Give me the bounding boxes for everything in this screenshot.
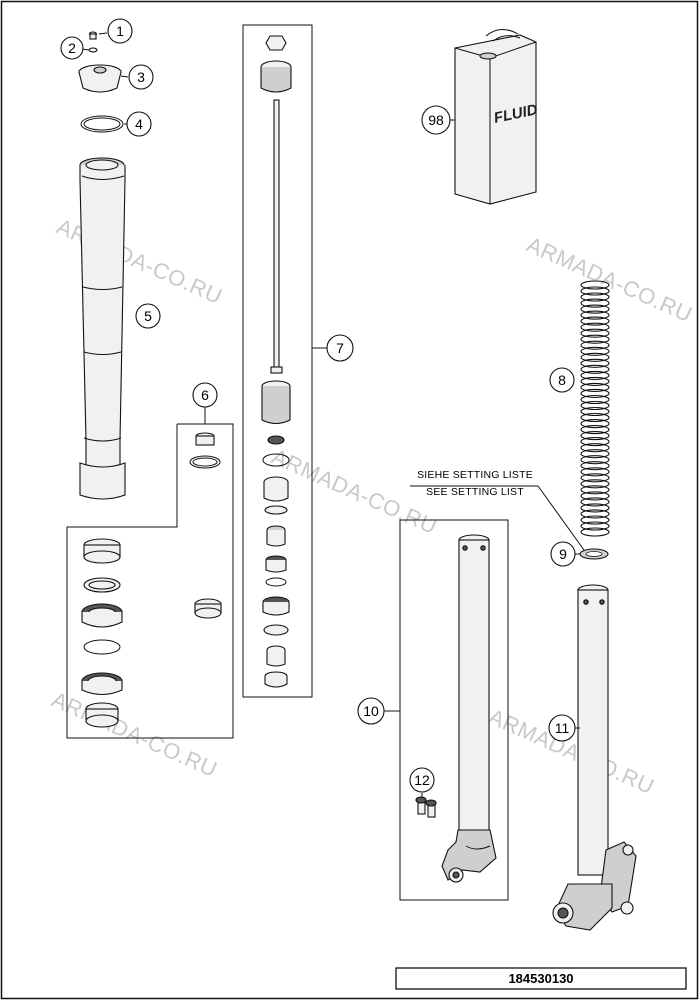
spring-coil: [580, 298, 610, 308]
spring-coil: [580, 431, 610, 441]
spring-coil: [580, 515, 610, 525]
spring-coil: [580, 521, 610, 531]
part-inner-tube-10: [441, 534, 497, 883]
callout-98: 98: [421, 105, 451, 135]
spring-coil: [580, 419, 610, 429]
spring-coil: [580, 334, 610, 344]
svg-text:12: 12: [414, 772, 430, 788]
diagram-number-box: 184530130: [395, 967, 687, 990]
watermark-top-left: ARMADA-CO.RU: [53, 214, 226, 309]
callout-8: 8: [549, 367, 575, 393]
part-spring-8: [580, 280, 610, 537]
callouts: 1 2 3 4 5 6 7 8: [60, 18, 576, 793]
spring-coil: [580, 346, 610, 356]
callout-6: 6: [192, 382, 218, 408]
spring-coil: [580, 425, 610, 435]
part-7-items: [260, 35, 292, 688]
watermark-top-right: ARMADA-CO.RU: [523, 232, 696, 327]
spring-coil: [580, 394, 610, 405]
group-box-7: [242, 24, 313, 698]
svg-text:5: 5: [144, 308, 152, 324]
spring-coil: [580, 316, 610, 326]
spring-coil: [580, 286, 610, 296]
part-outer-tube-5: [79, 157, 126, 500]
callout-7: 7: [326, 334, 354, 362]
group-box-6: [66, 423, 234, 739]
spring-coil: [580, 322, 610, 332]
callout-3: 3: [128, 64, 154, 90]
spring-coil: [580, 280, 610, 290]
svg-text:98: 98: [428, 112, 444, 128]
spring-coil: [580, 412, 610, 423]
callout-5: 5: [135, 303, 161, 329]
spring-coil: [580, 388, 610, 398]
spring-coil: [580, 376, 610, 386]
spring-coil: [580, 527, 610, 537]
spring-coil: [580, 352, 610, 362]
spring-coil: [580, 340, 610, 350]
spring-coil: [580, 479, 610, 489]
callout-12: 12: [409, 767, 435, 793]
svg-text:3: 3: [137, 69, 145, 85]
spring-coil: [580, 328, 610, 338]
spring-coil: [580, 370, 610, 380]
callout-2: 2: [60, 36, 84, 60]
callout-4: 4: [126, 111, 152, 137]
spring-coil: [580, 358, 610, 368]
part-6-items: [81, 432, 222, 728]
callout-1: 1: [107, 18, 133, 44]
callout-10: 10: [357, 697, 385, 725]
spring-coil: [580, 503, 610, 513]
diagram-number: 184530130: [508, 971, 573, 986]
group-box-10: [399, 519, 509, 901]
spring-coil: [580, 304, 610, 314]
spring-coil: [580, 443, 610, 453]
watermark-bottom-left: ARMADA-CO.RU: [48, 687, 221, 782]
callout-9: 9: [550, 541, 576, 567]
spring-coil: [580, 406, 610, 417]
spring-coil: [580, 461, 610, 471]
svg-text:8: 8: [558, 372, 566, 388]
spring-coil: [580, 310, 610, 320]
svg-text:7: 7: [336, 340, 344, 356]
svg-text:11: 11: [555, 720, 570, 736]
spring-coil: [580, 292, 610, 302]
svg-text:10: 10: [363, 703, 379, 719]
spring-coil: [580, 509, 610, 519]
spring-coil: [580, 449, 610, 459]
part-cap-3: [78, 64, 122, 93]
svg-text:9: 9: [559, 546, 567, 562]
part-o-ring-4: [80, 115, 124, 133]
svg-text:1: 1: [116, 23, 124, 39]
spring-coil: [580, 437, 610, 447]
spring-coil: [580, 455, 610, 465]
spring-coil: [580, 467, 610, 477]
setting-note-en: SEE SETTING LIST: [426, 486, 524, 498]
leader-lines: [81, 32, 585, 798]
svg-text:6: 6: [201, 387, 209, 403]
svg-text:2: 2: [68, 40, 76, 56]
part-bolts-12: [415, 796, 437, 818]
part-inner-tube-11: [552, 584, 637, 931]
spring-coil: [580, 497, 610, 507]
spring-coil: [580, 400, 610, 411]
watermark-bottom-right: ARMADA-CO.RU: [485, 704, 658, 799]
svg-text:4: 4: [135, 116, 143, 132]
spring-coil: [580, 364, 610, 374]
part-fluid-can-98: FLUID: [454, 29, 539, 205]
spring-coil: [580, 382, 610, 392]
part-screw-1: [88, 31, 98, 40]
spring-coil: [580, 491, 610, 501]
part-washer-2: [88, 47, 98, 53]
spring-coil: [580, 485, 610, 495]
part-washer-9: [579, 548, 609, 560]
watermark-middle: ARMADA-CO.RU: [268, 444, 441, 539]
spring-coil: [580, 473, 610, 483]
setting-note-de: SIEHE SETTING LISTE: [417, 469, 533, 481]
callout-11: 11: [548, 714, 576, 742]
